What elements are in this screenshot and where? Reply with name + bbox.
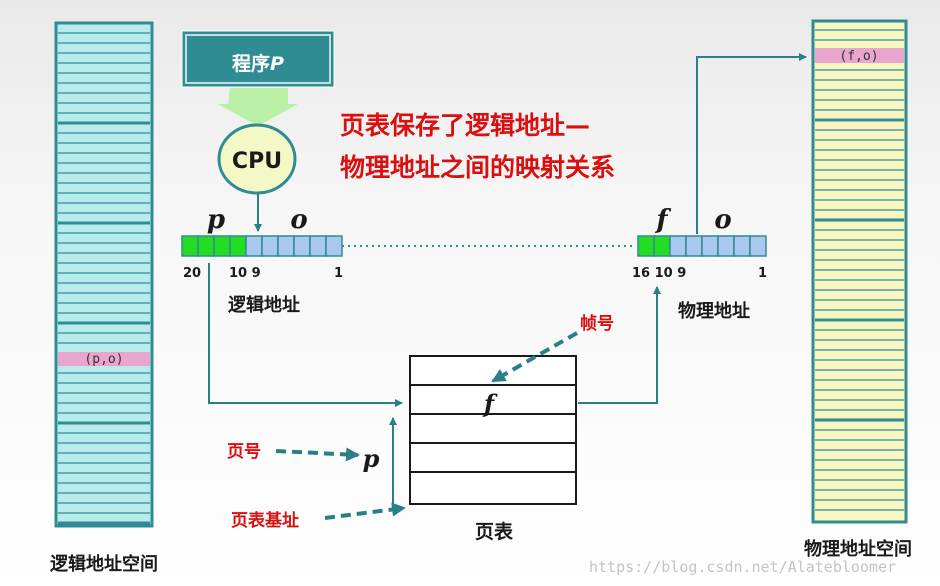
physical-space-lines bbox=[815, 29, 904, 511]
logical-o-label: o bbox=[290, 205, 307, 235]
physical-bit-cell bbox=[717, 235, 735, 257]
page-table-entry-f: f bbox=[482, 389, 498, 418]
physical-space-frame bbox=[811, 19, 908, 524]
physical-marker-band bbox=[815, 48, 904, 63]
logical-p-label: p bbox=[207, 205, 225, 235]
logical-address-label: 逻辑地址 bbox=[228, 294, 300, 316]
title-line-2: 物理地址之间的映射关系 bbox=[340, 153, 615, 182]
physical-o-label: o bbox=[714, 205, 731, 235]
program-label: 程序P bbox=[232, 52, 284, 75]
logical-bit-cell bbox=[197, 235, 215, 257]
page-number-label: 页号 bbox=[227, 442, 261, 462]
logical-bit-cell bbox=[309, 235, 327, 257]
physical-bit-16-10-9: 16 10 9 bbox=[632, 266, 686, 281]
frame-number-arrow bbox=[491, 331, 578, 383]
physical-bit-cell bbox=[701, 235, 719, 257]
logical-bit-cell bbox=[181, 235, 199, 257]
program-box bbox=[181, 30, 335, 88]
page-number-var: p bbox=[363, 444, 380, 473]
page-table: f bbox=[409, 355, 577, 505]
physical-bit-cell bbox=[669, 235, 687, 257]
logical-bit-cell bbox=[261, 235, 279, 257]
page-table-to-physical-arrow bbox=[578, 286, 661, 404]
page-table-frame bbox=[409, 355, 577, 505]
physical-address-space: (f,o) bbox=[811, 19, 908, 524]
logical-to-page-table-arrow bbox=[208, 263, 403, 407]
physical-bit-cell bbox=[637, 235, 655, 257]
physical-address-label: 物理地址 bbox=[678, 300, 750, 322]
physical-bit-cell bbox=[749, 235, 767, 257]
program-to-cpu-arrow bbox=[218, 88, 298, 126]
logical-marker-text: (p,o) bbox=[84, 352, 123, 367]
program-box-inner bbox=[185, 34, 331, 84]
physical-marker-text: (f,o) bbox=[839, 49, 878, 64]
logical-bit-cell bbox=[293, 235, 311, 257]
physical-bit-cell bbox=[733, 235, 751, 257]
physical-f-label: f bbox=[654, 205, 671, 235]
physical-space-label: 物理地址空间 bbox=[804, 538, 912, 560]
logical-address-register bbox=[181, 235, 343, 257]
title-line-1: 页表保存了逻辑地址— bbox=[340, 111, 590, 140]
logical-space-label: 逻辑地址空间 bbox=[50, 553, 158, 575]
cpu-label: CPU bbox=[232, 149, 282, 174]
page-table-base-label: 页表基址 bbox=[231, 510, 299, 531]
frame-number-label: 帧号 bbox=[580, 313, 614, 334]
logical-bit-cell bbox=[277, 235, 295, 257]
physical-to-memory-arrow bbox=[696, 53, 807, 234]
physical-bit-cell bbox=[685, 235, 703, 257]
logical-bit-20: 20 bbox=[183, 266, 201, 281]
physical-bit-cell bbox=[653, 235, 671, 257]
page-number-arrow bbox=[275, 447, 360, 462]
logical-bit-cell bbox=[229, 235, 247, 257]
watermark: https://blog.csdn.net/Alatebloomer bbox=[589, 558, 896, 576]
logical-marker-band bbox=[58, 352, 150, 366]
logical-bit-1: 1 bbox=[334, 266, 343, 281]
logical-bit-10-9: 10 9 bbox=[229, 266, 261, 281]
cpu-circle bbox=[217, 123, 297, 195]
logical-bit-cell bbox=[325, 235, 343, 257]
logical-bit-cell bbox=[245, 235, 263, 257]
physical-bit-1: 1 bbox=[758, 266, 767, 281]
logical-space-lines bbox=[58, 32, 150, 525]
page-table-label: 页表 bbox=[475, 520, 514, 543]
physical-address-register bbox=[637, 235, 767, 257]
page-table-base-arrow bbox=[324, 502, 406, 520]
logical-space-frame bbox=[54, 21, 154, 528]
logical-bit-cell bbox=[213, 235, 231, 257]
logical-address-space: (p,o) bbox=[54, 21, 154, 528]
